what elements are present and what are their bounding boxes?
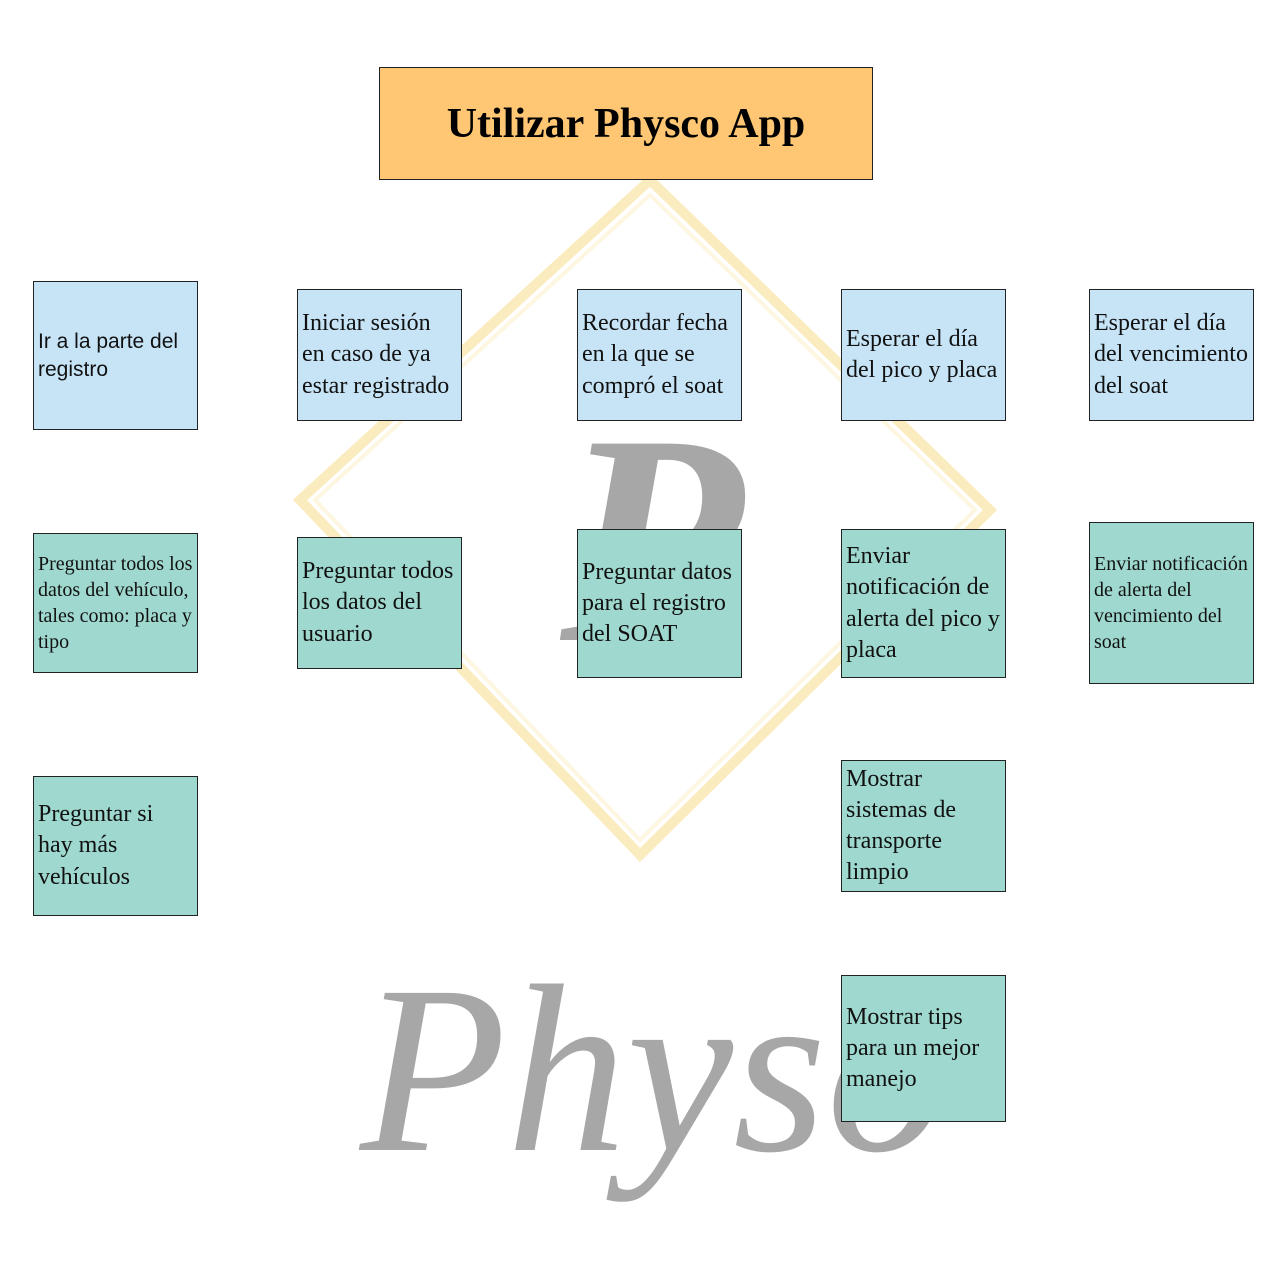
node-label: Enviar notificación de alerta del pico y…	[846, 543, 1000, 663]
node-ir-a-registro: Ir a la parte del registro	[33, 281, 198, 430]
node-label: Preguntar datos para el registro del SOA…	[582, 558, 732, 648]
node-label: Preguntar todos los datos del usuario	[302, 558, 454, 647]
node-label: Enviar notificación de alerta del vencim…	[1094, 553, 1248, 653]
node-notificacion-vencimiento-soat: Enviar notificación de alerta del vencim…	[1089, 522, 1254, 684]
node-label: Esperar el día del pico y placa	[846, 325, 998, 383]
diagram-title: Utilizar Physco App	[446, 100, 806, 147]
node-mostrar-transporte-limpio: Mostrar sistemas de transporte limpio	[841, 760, 1006, 892]
node-recordar-fecha-soat: Recordar fecha en la que se compró el so…	[577, 289, 742, 421]
node-label: Mostrar sistemas de transporte limpio	[846, 765, 956, 886]
node-notificacion-pico-placa: Enviar notificación de alerta del pico y…	[841, 529, 1006, 678]
node-preguntar-datos-soat: Preguntar datos para el registro del SOA…	[577, 529, 742, 678]
watermark-diamond	[292, 173, 998, 863]
node-label: Ir a la parte del registro	[38, 330, 179, 381]
node-label: Esperar el día del vencimiento del soat	[1094, 310, 1248, 399]
node-preguntar-datos-vehiculo: Preguntar todos los datos del vehículo, …	[33, 533, 198, 673]
node-label: Preguntar todos los datos del vehículo, …	[38, 553, 193, 653]
node-label: Iniciar sesión en caso de ya estar regis…	[302, 310, 450, 399]
node-preguntar-mas-vehiculos: Preguntar si hay más vehículos	[33, 776, 198, 916]
node-preguntar-datos-usuario: Preguntar todos los datos del usuario	[297, 537, 462, 669]
node-label: Mostrar tips para un mejor manejo	[846, 1003, 980, 1093]
node-mostrar-tips-manejo: Mostrar tips para un mejor manejo	[841, 975, 1006, 1122]
title-box: Utilizar Physco App	[379, 67, 873, 180]
node-esperar-vencimiento-soat: Esperar el día del vencimiento del soat	[1089, 289, 1254, 421]
node-label: Recordar fecha en la que se compró el so…	[582, 310, 728, 399]
node-iniciar-sesion: Iniciar sesión en caso de ya estar regis…	[297, 289, 462, 421]
node-esperar-pico-placa: Esperar el día del pico y placa	[841, 289, 1006, 421]
node-label: Preguntar si hay más vehículos	[38, 801, 154, 890]
